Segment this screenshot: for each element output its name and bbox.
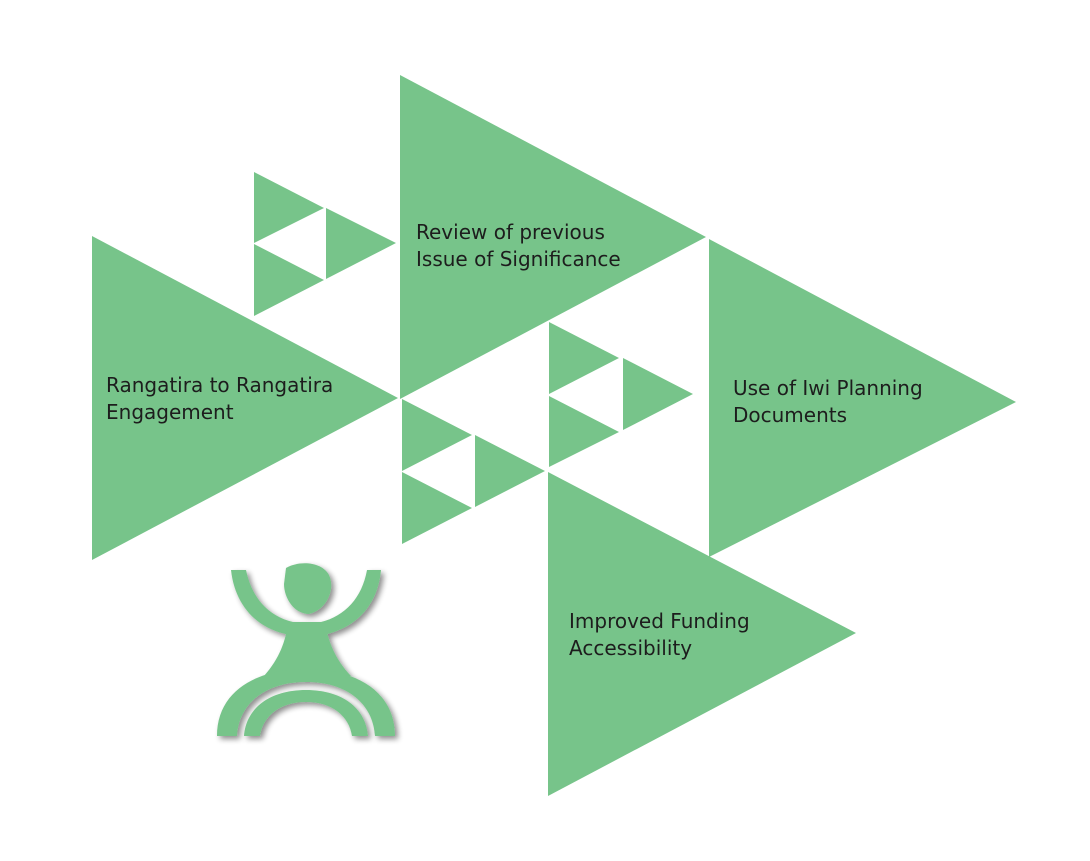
label-line: Documents [733, 403, 848, 427]
small-triangle [254, 244, 324, 316]
label-line: Issue of Significance [416, 247, 621, 271]
small-triangle [549, 396, 619, 467]
label-line: Review of previous [416, 220, 605, 244]
small-triangle [402, 399, 472, 471]
label-line: Accessibility [569, 636, 693, 660]
triangle-rangatira [92, 236, 398, 560]
small-triangle [402, 472, 472, 544]
small-triangle [549, 322, 619, 394]
triangle-funding [548, 472, 856, 796]
label-review-previous-issue: Review of previous Issue of Significance [416, 219, 621, 273]
label-line: Use of Iwi Planning [733, 376, 923, 400]
small-triangle [254, 172, 324, 243]
human-figure-icon [217, 563, 395, 736]
label-rangatira-engagement: Rangatira to Rangatira Engagement [106, 372, 333, 426]
label-improved-funding: Improved Funding Accessibility [569, 608, 750, 662]
triangle-review [400, 75, 706, 399]
small-triangle [623, 358, 693, 430]
small-triangle [326, 208, 396, 279]
label-line: Rangatira to Rangatira [106, 373, 334, 397]
label-iwi-planning-documents: Use of Iwi Planning Documents [733, 375, 923, 429]
triangle-group [92, 75, 1016, 796]
label-line: Engagement [106, 400, 234, 424]
triangle-iwi [709, 239, 1016, 557]
label-line: Improved Funding [569, 609, 750, 633]
small-triangle [475, 435, 545, 507]
